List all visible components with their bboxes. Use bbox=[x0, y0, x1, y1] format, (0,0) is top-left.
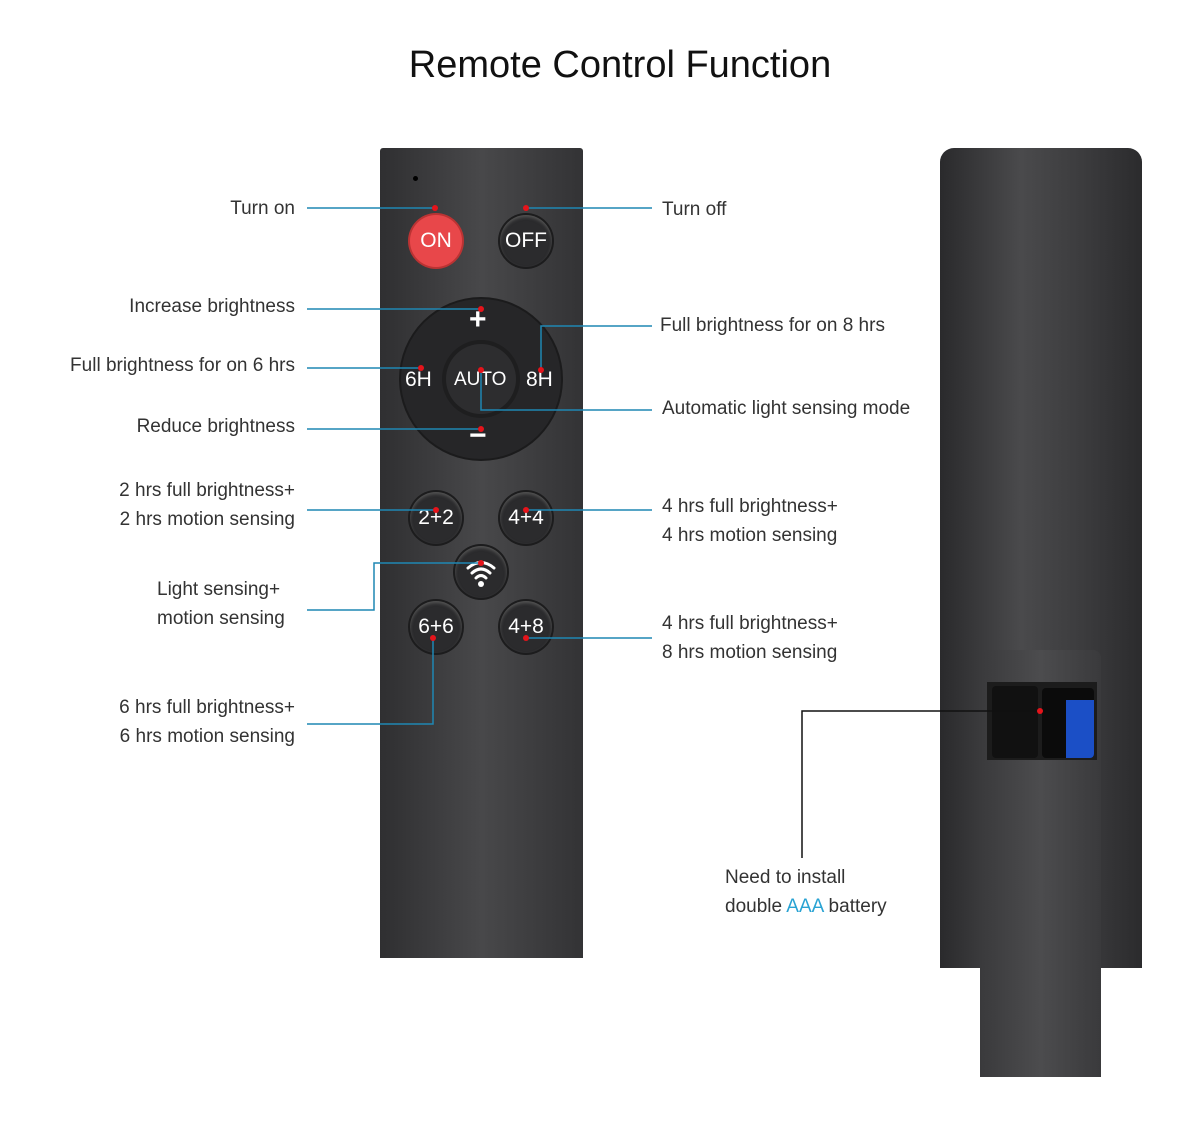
line2: 2 hrs motion sensing bbox=[119, 509, 295, 530]
label-2plus2: 2 hrs full brightness+ 2 hrs motion sensi… bbox=[119, 476, 295, 534]
label-turn-on: Turn on bbox=[230, 198, 295, 219]
4plus8-button[interactable]: 4+8 bbox=[500, 601, 552, 653]
label-increase: Increase brightness bbox=[129, 296, 295, 317]
battery-1 bbox=[992, 686, 1038, 758]
battery-2 bbox=[1042, 688, 1094, 758]
label-turn-off: Turn off bbox=[662, 199, 727, 220]
label-reduce: Reduce brightness bbox=[136, 416, 295, 437]
line2: motion sensing bbox=[157, 608, 285, 629]
sensing-button[interactable] bbox=[455, 546, 507, 598]
label-4plus4: 4 hrs full brightness+ 4 hrs motion sensi… bbox=[662, 492, 838, 550]
line2: 6 hrs motion sensing bbox=[119, 726, 295, 747]
text: battery bbox=[823, 896, 887, 917]
line2: double AAA battery bbox=[725, 892, 887, 921]
6plus6-button[interactable]: 6+6 bbox=[410, 601, 462, 653]
text: double bbox=[725, 896, 787, 917]
label-4plus8: 4 hrs full brightness+ 8 hrs motion sensi… bbox=[662, 609, 838, 667]
4plus4-button[interactable]: 4+4 bbox=[500, 492, 552, 544]
line1: 2 hrs full brightness+ bbox=[119, 480, 295, 501]
label-6plus6: 6 hrs full brightness+ 6 hrs motion sensi… bbox=[119, 693, 295, 751]
aaa-highlight: AAA bbox=[786, 896, 824, 917]
on-button[interactable]: ON bbox=[410, 215, 462, 267]
auto-label: AUTO bbox=[454, 369, 507, 390]
2plus2-button[interactable]: 2+2 bbox=[410, 492, 462, 544]
page-title: Remote Control Function bbox=[408, 44, 832, 86]
6h-button[interactable]: 6H bbox=[405, 368, 432, 391]
line2: 8 hrs motion sensing bbox=[662, 642, 838, 663]
label-light-sensing: Light sensing+ motion sensing bbox=[157, 575, 285, 633]
label-full8: Full brightness for on 8 hrs bbox=[660, 315, 885, 336]
8h-button[interactable]: 8H bbox=[526, 368, 553, 391]
label-auto: Automatic light sensing mode bbox=[662, 398, 911, 419]
label-full6: Full brightness for on 6 hrs bbox=[70, 355, 295, 376]
off-button[interactable]: OFF bbox=[500, 215, 552, 267]
sensor-dot bbox=[413, 176, 418, 181]
line2: 4 hrs motion sensing bbox=[662, 525, 838, 546]
line1: Need to install bbox=[725, 867, 846, 888]
label-battery: Need to install double AAA battery bbox=[725, 863, 887, 921]
line1: 4 hrs full brightness+ bbox=[662, 496, 838, 517]
line1: 6 hrs full brightness+ bbox=[119, 697, 295, 718]
line1: Light sensing+ bbox=[157, 579, 281, 600]
line1: 4 hrs full brightness+ bbox=[662, 613, 838, 634]
